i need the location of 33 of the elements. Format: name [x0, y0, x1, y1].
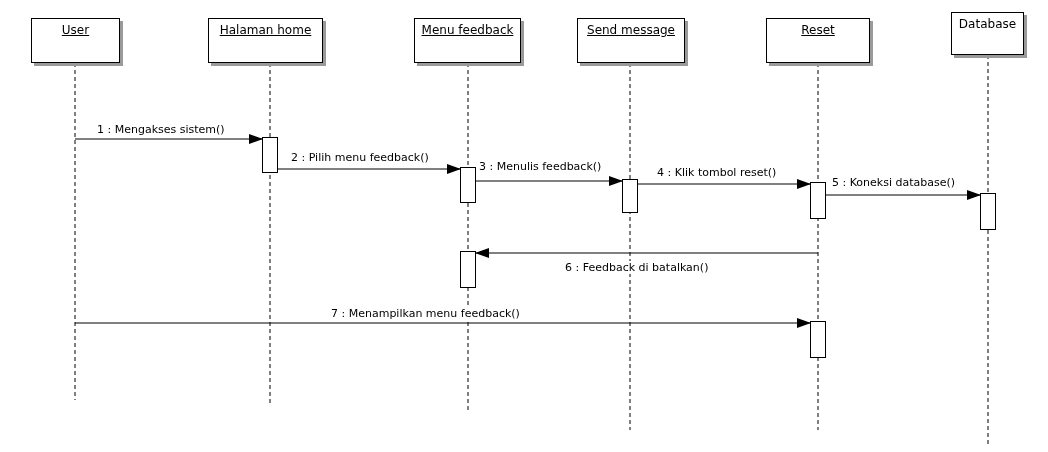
- object-box: [31, 18, 120, 63]
- object-box: [414, 18, 521, 63]
- activation-bar: [460, 167, 476, 203]
- message-arrow: [74, 134, 263, 144]
- object-name: Send message: [587, 23, 675, 37]
- activation-bar: [810, 182, 826, 219]
- object-name: Halaman home: [219, 23, 312, 37]
- activation-bar: [810, 321, 826, 358]
- object-box: [766, 18, 870, 63]
- object-name: Reset: [801, 23, 835, 37]
- message-arrow: [475, 248, 819, 258]
- message-arrow: [74, 318, 811, 328]
- message-arrow: [277, 164, 461, 174]
- object-box: [208, 18, 323, 63]
- message-arrow: [825, 190, 981, 200]
- message-label: 7 : Menampilkan menu feedback(): [330, 307, 521, 320]
- message-label: 4 : Klik tombol reset(): [656, 166, 778, 179]
- activation-bar: [622, 179, 638, 213]
- object-name: Menu feedback: [421, 23, 514, 37]
- message-label: 3 : Menulis feedback(): [478, 160, 603, 173]
- message-label: 1 : Mengakses sistem(): [96, 123, 226, 136]
- message-label: 5 : Koneksi database(): [831, 176, 957, 189]
- message-arrow: [637, 179, 811, 189]
- activation-bar: [262, 137, 278, 173]
- activation-bar: [980, 193, 996, 230]
- message-label: 2 : Pilih menu feedback(): [290, 151, 430, 164]
- message-arrow: [475, 176, 623, 186]
- message-label: 6 : Feedback di batalkan(): [564, 261, 710, 274]
- activation-bar: [460, 251, 476, 288]
- object-name: Database: [958, 17, 1017, 31]
- object-box: [577, 18, 685, 63]
- object-box: [951, 12, 1024, 55]
- object-name: User: [61, 23, 90, 37]
